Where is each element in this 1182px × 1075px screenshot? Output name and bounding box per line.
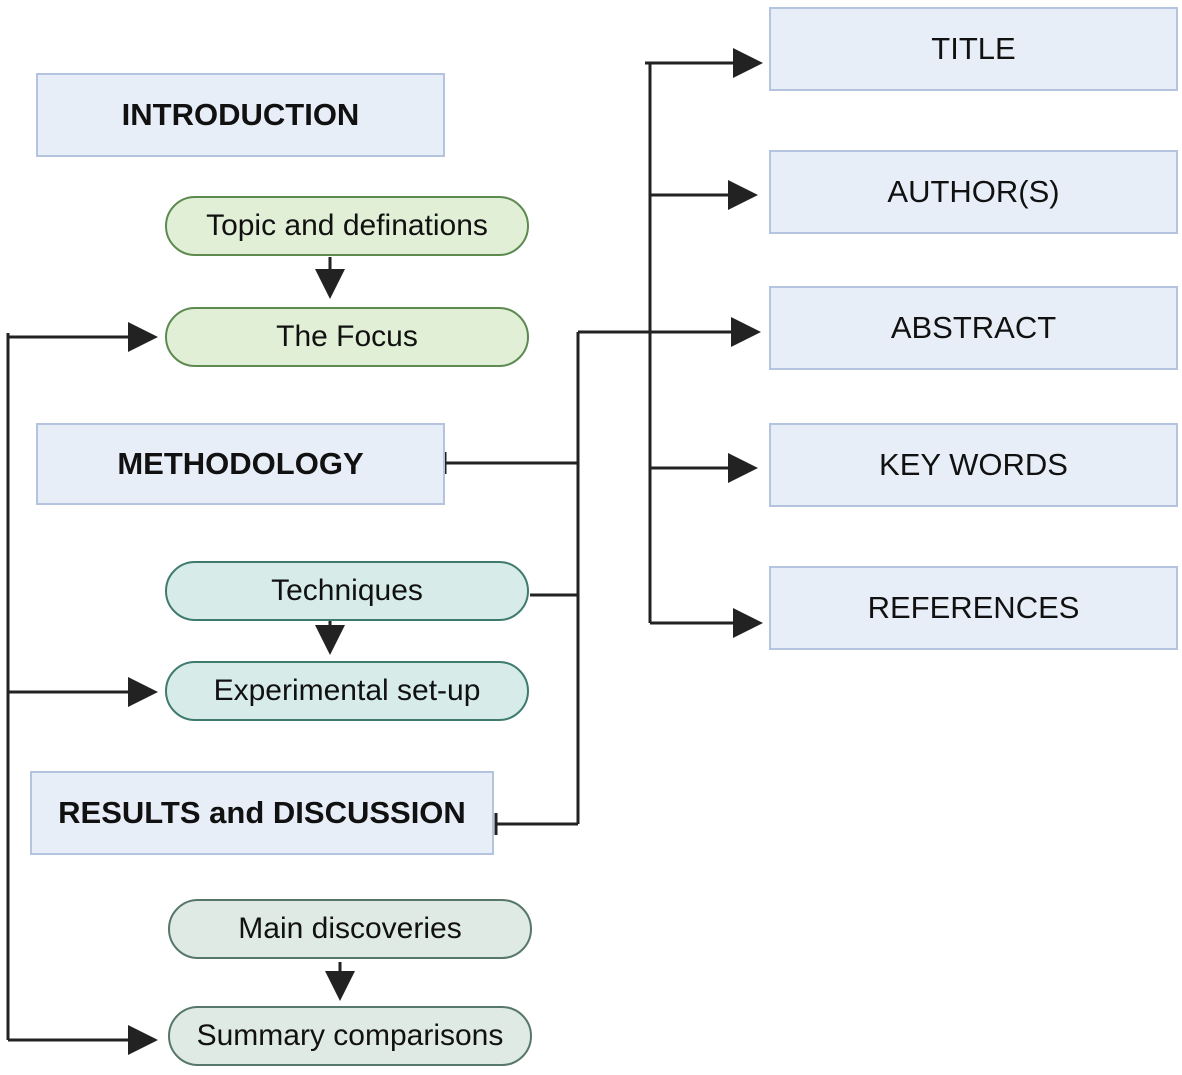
abstract-label: ABSTRACT	[890, 310, 1057, 345]
authors-box: AUTHOR(S)	[769, 150, 1178, 234]
experimental-pill: Experimental set-up	[165, 661, 529, 721]
experimental-label: Experimental set-up	[213, 674, 481, 707]
methodology-label: METHODOLOGY	[117, 446, 364, 481]
summary-label: Summary comparisons	[196, 1019, 504, 1052]
techniques-pill: Techniques	[165, 561, 529, 621]
results-discussion-box: RESULTS and DISCUSSION	[30, 771, 494, 855]
title-label: TITLE	[931, 31, 1016, 66]
methodology-box: METHODOLOGY	[36, 423, 445, 505]
discoveries-pill: Main discoveries	[168, 899, 532, 959]
topic-pill: Topic and definations	[165, 196, 529, 256]
focus-pill: The Focus	[165, 307, 529, 367]
abstract-box: ABSTRACT	[769, 286, 1178, 370]
discoveries-label: Main discoveries	[238, 912, 462, 945]
summary-pill: Summary comparisons	[168, 1006, 532, 1066]
references-box: REFERENCES	[769, 566, 1178, 650]
references-label: REFERENCES	[867, 590, 1080, 625]
keywords-label: KEY WORDS	[879, 447, 1068, 482]
topic-label: Topic and definations	[206, 209, 488, 242]
authors-label: AUTHOR(S)	[887, 174, 1060, 209]
techniques-label: Techniques	[271, 574, 423, 607]
title-box: TITLE	[769, 7, 1178, 91]
keywords-box: KEY WORDS	[769, 423, 1178, 507]
focus-label: The Focus	[276, 320, 418, 353]
introduction-box: INTRODUCTION	[36, 73, 445, 157]
results-discussion-label: RESULTS and DISCUSSION	[58, 795, 466, 830]
introduction-label: INTRODUCTION	[121, 97, 360, 132]
